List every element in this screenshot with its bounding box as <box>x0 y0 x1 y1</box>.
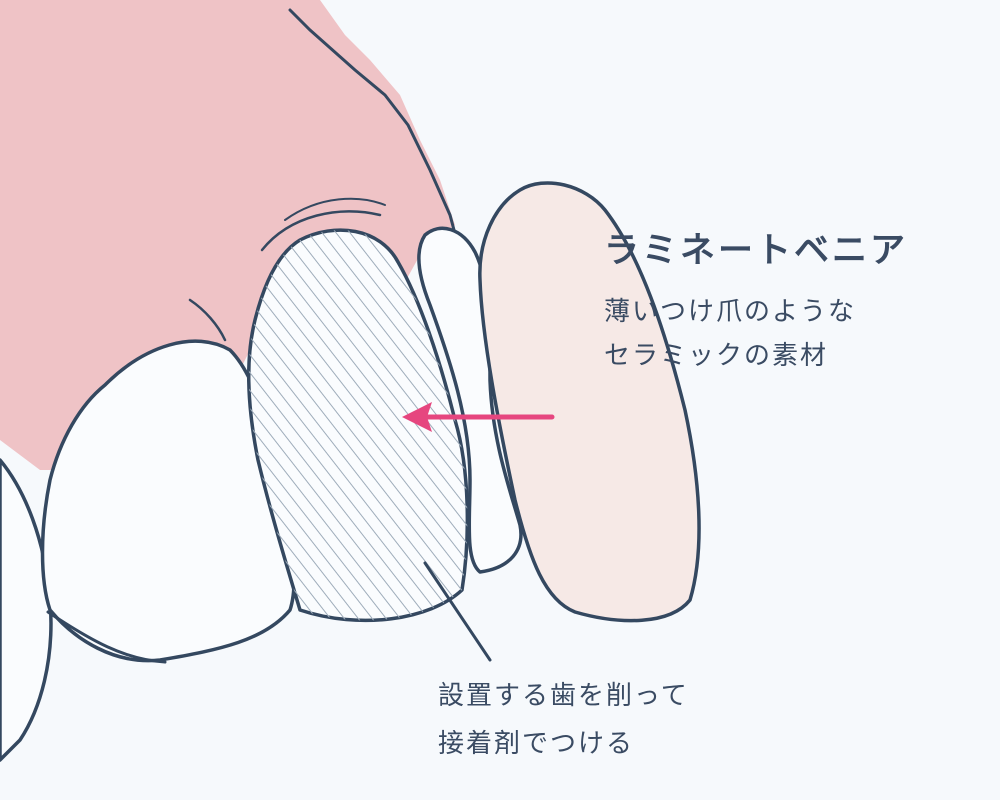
veneer-description-line-1: 薄いつけ爪のような <box>604 297 857 327</box>
veneer <box>478 181 701 623</box>
prepared-tooth-description-line-2: 接着剤でつける <box>438 729 635 759</box>
prepared-tooth-description: 設置する歯を削って 接着剤でつける <box>438 672 689 768</box>
prepared-tooth-hatching <box>248 230 468 621</box>
gum-crease-2 <box>284 197 386 221</box>
gum <box>0 0 455 470</box>
gum-crease-3 <box>188 298 227 342</box>
lower-tooth-edge <box>46 610 167 664</box>
veneer-title: ラミネートベニア <box>604 231 909 271</box>
gum-crease-1 <box>260 210 382 252</box>
prepared-tooth-leader-line <box>423 561 492 662</box>
left-tooth <box>40 339 296 663</box>
veneer-description: 薄いつけ爪のような セラミックの素材 <box>604 290 856 378</box>
prepared-tooth-description-line-1: 設置する歯を削って <box>438 681 689 711</box>
placement-arrow-head <box>402 402 432 432</box>
gum-line <box>288 8 460 247</box>
veneer-description-line-2: セラミックの素材 <box>604 341 829 371</box>
left-edge-tooth <box>0 458 53 762</box>
